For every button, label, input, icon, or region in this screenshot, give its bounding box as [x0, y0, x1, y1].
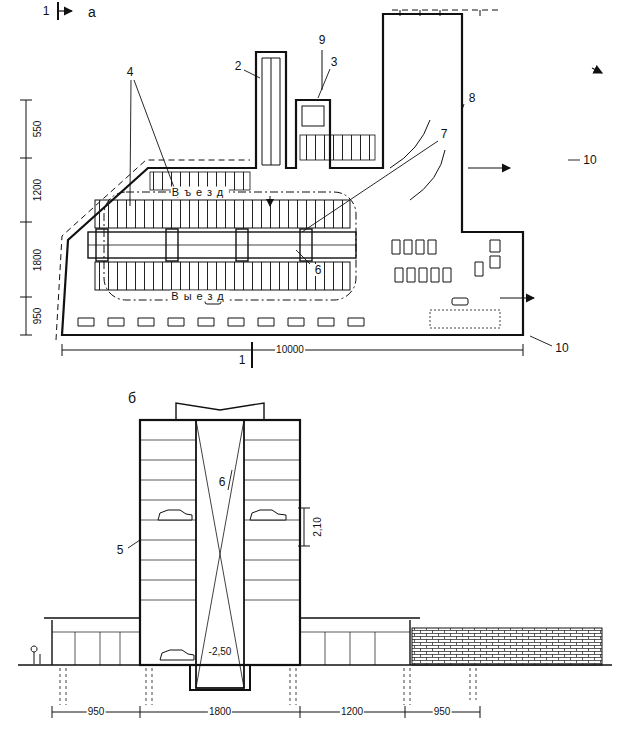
- dimension: 950: [433, 707, 452, 717]
- basement: [190, 665, 250, 690]
- callout-number: 4: [126, 66, 135, 78]
- ramp-curves: [390, 120, 445, 200]
- brick-wall: [412, 628, 602, 665]
- stall-row: [95, 200, 350, 228]
- section-mark: [58, 2, 252, 368]
- level-mark: -2,50: [208, 647, 233, 657]
- callout-number: 6: [314, 264, 323, 276]
- traffic-arrows: [130, 50, 322, 206]
- dimension: 550: [33, 120, 43, 139]
- dimension: 10000: [275, 345, 305, 355]
- car: [452, 298, 468, 305]
- entry-ticks: [400, 10, 480, 16]
- roof-cap: [176, 403, 264, 420]
- callout-number: 8: [468, 92, 477, 104]
- section-view: [18, 403, 612, 718]
- dimension-line: [52, 706, 480, 718]
- height-dimension: [298, 508, 310, 546]
- dimension: 1200: [340, 707, 364, 717]
- lift-gallery-axis: [88, 245, 356, 246]
- section-arrow: [58, 10, 72, 11]
- traffic-label: Въезд: [171, 187, 229, 198]
- section-mark: 1: [238, 354, 247, 366]
- piles: [60, 668, 476, 705]
- dimension: 1200: [33, 178, 43, 202]
- low-wing: [44, 618, 420, 665]
- view-letter: б: [127, 391, 137, 405]
- person-figure: [31, 646, 40, 664]
- level-mark: 2,10: [313, 516, 323, 537]
- dimension-line: [62, 344, 523, 356]
- dimension: 950: [33, 307, 43, 326]
- lift-cab: [166, 229, 178, 261]
- exit-arrow: [500, 297, 534, 298]
- stall-row: [95, 262, 350, 290]
- plan-view: [20, 2, 602, 368]
- dimension: 950: [87, 707, 106, 717]
- section-mark: 1: [42, 5, 51, 17]
- service-block: [302, 106, 324, 126]
- dimension: 1800: [208, 707, 232, 717]
- lift-cab: [236, 229, 248, 261]
- dimension-line: [20, 100, 32, 335]
- dimension: 1800: [33, 248, 43, 272]
- callout-number: 3: [330, 56, 339, 68]
- lift-gallery: [88, 232, 356, 258]
- tower-wall: [140, 420, 300, 665]
- landscaping: [430, 310, 500, 328]
- view-letter: а: [87, 5, 97, 19]
- leader-line: [128, 470, 232, 548]
- callout-number: 10: [582, 154, 597, 166]
- exit-arrow: [468, 167, 510, 168]
- lift-shaft: [196, 420, 244, 688]
- lift-cab: [96, 229, 108, 261]
- callout-number: 10: [554, 342, 569, 354]
- callout-number: 6: [218, 476, 227, 488]
- glazing: [52, 632, 410, 665]
- callout-number: 5: [116, 544, 125, 556]
- leader-line: [130, 69, 580, 346]
- callout-number: 9: [318, 34, 327, 46]
- building-outline: [62, 14, 523, 335]
- traffic-label: Выезд: [170, 291, 229, 302]
- exit-arrow: [592, 68, 602, 73]
- callout-number: 7: [440, 128, 449, 140]
- car-group: [392, 240, 500, 282]
- shaft-cross: [196, 420, 244, 688]
- car-row: [78, 318, 364, 326]
- lift-tower: [262, 58, 280, 165]
- stall-row: [300, 135, 375, 160]
- site-boundary-dashed: [56, 10, 500, 340]
- callout-number: 2: [234, 60, 243, 72]
- car-side: [158, 510, 286, 660]
- ground-line: [18, 664, 612, 666]
